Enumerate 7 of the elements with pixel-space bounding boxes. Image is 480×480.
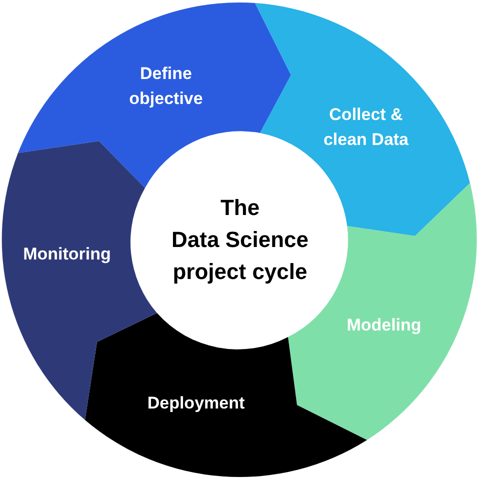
segment-label: Monitoring: [23, 244, 111, 266]
segment-label: Deployment: [147, 392, 245, 414]
segment-label: Modeling: [346, 314, 422, 336]
center-title: The Data Science project cycle: [170, 194, 310, 286]
segment-label: Define objective: [128, 63, 204, 110]
segment-label: Collect & clean Data: [322, 104, 410, 151]
ring-segment: [18, 2, 291, 188]
